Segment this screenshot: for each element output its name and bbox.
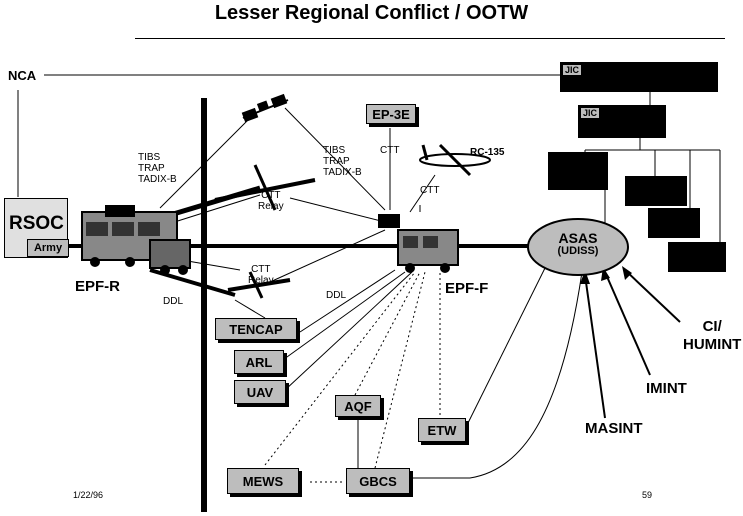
ddl-right-label: DDL (326, 290, 347, 301)
relay-aircraft-bottom-icon (227, 271, 291, 299)
ci-humint-label: CI/HUMINT (683, 318, 742, 353)
footer-date: 1/22/96 (73, 490, 104, 500)
epf-r-label: EPF-R (75, 278, 120, 295)
rsoc-box: RSOC Army (4, 198, 69, 258)
ctt-rc135-label: CTT (420, 185, 440, 196)
footer-page: 59 (642, 490, 653, 500)
ctt-ep3e-label: CTT (380, 145, 400, 156)
hierarchy-block-4 (668, 242, 726, 272)
hierarchy-block-1 (548, 152, 608, 190)
ddl-left-label: DDL (163, 296, 184, 307)
army-label: Army (27, 239, 69, 257)
masint-label: MASINT (585, 420, 643, 437)
slide-title: Lesser Regional Conflict / OOTW (214, 2, 529, 24)
title-rule (135, 38, 725, 39)
jic-top-block: JIC (560, 62, 718, 92)
uav-box: UAV (234, 380, 286, 404)
epf-f-label: EPF-F (445, 280, 489, 297)
tencap-box: TENCAP (215, 318, 297, 340)
nca-label: NCA (8, 68, 37, 83)
jic-second-block: JIC (578, 105, 666, 138)
aqf-box: AQF (335, 395, 381, 417)
mews-box: MEWS (227, 468, 299, 494)
imint-label: IMINT (646, 380, 687, 397)
satellite-icon (241, 93, 289, 123)
hierarchy-block-2 (625, 176, 687, 206)
epf-f-vehicle-icon (378, 214, 459, 273)
asas-ellipse (527, 218, 629, 276)
etw-box: ETW (418, 418, 466, 442)
ep3e-box: EP-3E (366, 104, 416, 124)
hierarchy-block-3 (648, 208, 700, 238)
rsoc-label: RSOC (9, 213, 64, 234)
asas-label: ASAS (UDISS) (557, 230, 599, 257)
rc135-label: RC-135 (470, 147, 505, 158)
arl-box: ARL (234, 350, 284, 374)
relay-aircraft-icon (214, 164, 316, 211)
epf-r-vehicles-icon (81, 205, 191, 275)
rc135-aircraft-icon (419, 143, 491, 177)
gbcs-box: GBCS (346, 468, 410, 494)
